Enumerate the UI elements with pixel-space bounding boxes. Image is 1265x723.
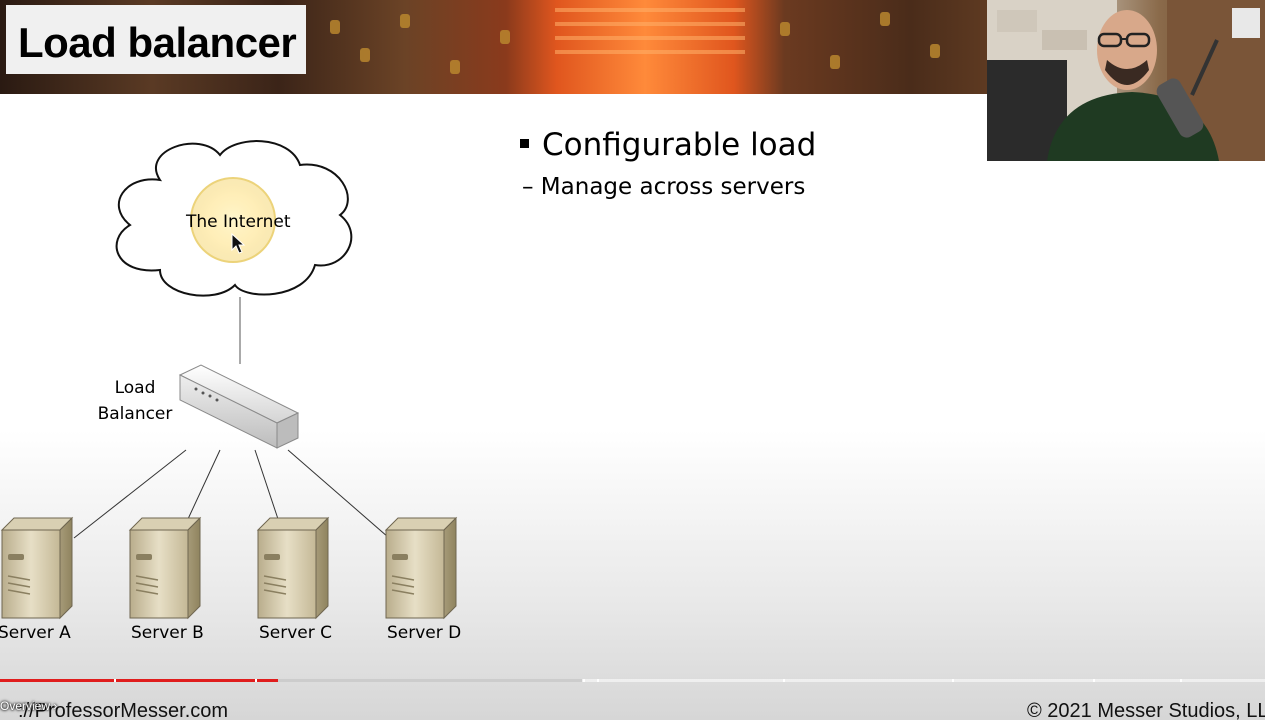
bullet-square — [520, 139, 529, 148]
title-box: Load balancer — [6, 5, 306, 74]
server-c-icon — [256, 516, 330, 620]
chapter-title-label: Overview — [0, 699, 51, 713]
banner-light-stripe — [555, 36, 745, 40]
server-a-label: Server A — [0, 623, 71, 643]
padlock-decoration — [830, 55, 840, 69]
video-progress-buffered — [0, 679, 582, 682]
chapter-marker — [1093, 679, 1095, 682]
padlock-decoration — [780, 22, 790, 36]
chapter-title-button[interactable]: Overview › — [0, 699, 57, 713]
presenter-webcam — [987, 0, 1265, 161]
chapter-marker — [583, 679, 585, 682]
footer-copyright: © 2021 Messer Studios, LL — [1027, 700, 1265, 722]
server-b-label: Server B — [131, 623, 204, 643]
server-d-label: Server D — [387, 623, 462, 643]
cursor-highlight — [190, 177, 276, 263]
load-balancer-label: Load Balancer — [95, 375, 175, 427]
video-progress-played — [0, 679, 278, 682]
chapter-marker — [255, 679, 257, 682]
chevron-right-icon: › — [53, 699, 58, 713]
padlock-decoration — [880, 12, 890, 26]
banner-light-stripe — [555, 22, 745, 26]
load-balancer-device — [178, 364, 300, 449]
padlock-decoration — [500, 30, 510, 44]
presenter-illustration — [987, 0, 1265, 161]
mouse-pointer-icon — [231, 232, 246, 254]
server-a-icon — [0, 516, 74, 620]
chapter-marker — [783, 679, 785, 682]
page-title: Load balancer — [18, 19, 297, 66]
padlock-decoration — [400, 14, 410, 28]
banner-light-stripe — [555, 8, 745, 12]
bullet-main-text: Configurable load — [542, 127, 817, 163]
load-balancer-label-line1: Load — [114, 378, 156, 398]
load-balancer-label-line2: Balancer — [97, 404, 173, 424]
padlock-decoration — [330, 20, 340, 34]
server-c-link-line — [254, 449, 279, 520]
server-c-label: Server C — [259, 623, 333, 643]
server-b-link-line — [187, 449, 221, 520]
internet-label: The Internet — [186, 212, 291, 232]
chapter-marker — [952, 679, 954, 682]
video-progress-bar[interactable] — [0, 679, 1265, 682]
server-b-icon — [128, 516, 202, 620]
banner-light-stripe — [555, 50, 745, 54]
padlock-decoration — [360, 48, 370, 62]
bullet-sub-text: – Manage across servers — [522, 174, 806, 200]
chapter-marker — [114, 679, 116, 682]
server-a-link-line — [73, 449, 187, 539]
padlock-decoration — [930, 44, 940, 58]
footer-url: ://ProfessorMesser.com — [18, 700, 229, 722]
chapter-marker — [597, 679, 599, 682]
server-d-link-line — [287, 449, 389, 538]
server-d-icon — [384, 516, 458, 620]
video-player-controls — [0, 678, 1265, 720]
chapter-marker — [1180, 679, 1182, 682]
padlock-decoration — [450, 60, 460, 74]
